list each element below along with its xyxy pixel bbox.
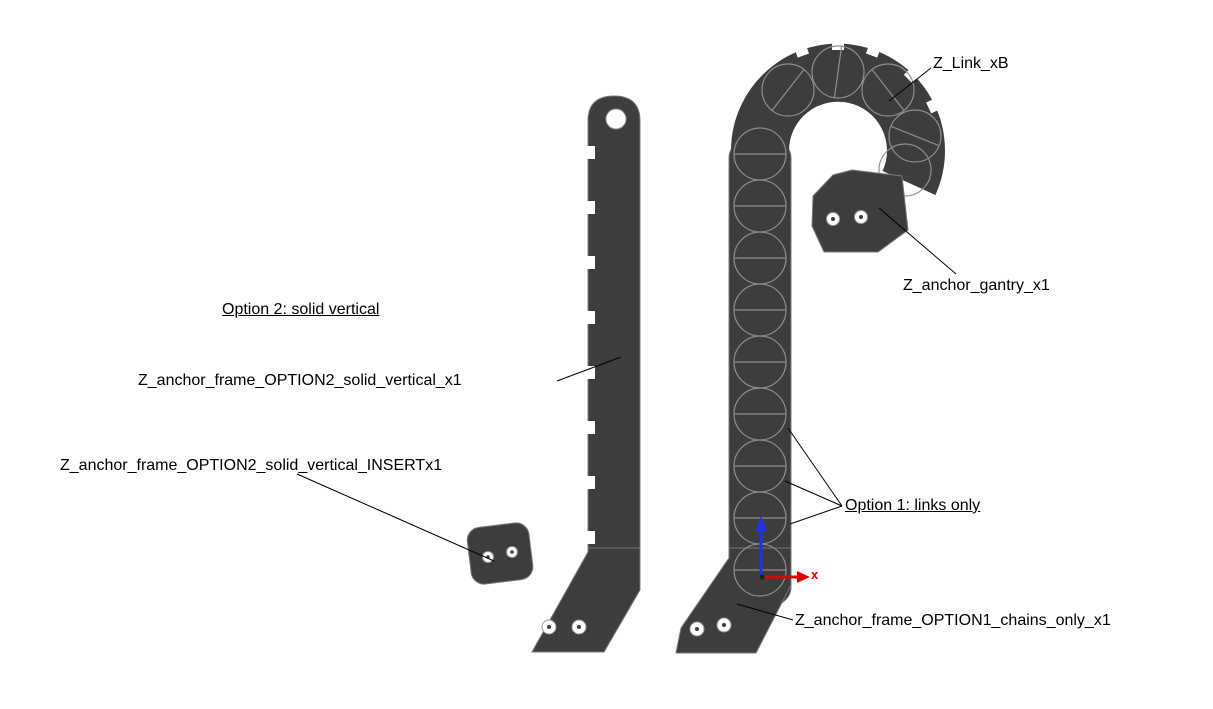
insert-body bbox=[466, 522, 534, 585]
origin-dot bbox=[759, 574, 765, 580]
leader-lines bbox=[296, 67, 957, 621]
axis-triad bbox=[755, 516, 810, 583]
chain-hook-screws bbox=[761, 45, 942, 197]
solid-bar-top-hole bbox=[605, 108, 627, 130]
hole-center-dot bbox=[510, 550, 514, 554]
axis-z-arrow bbox=[755, 516, 767, 575]
solid-bar-body bbox=[587, 95, 641, 566]
solid-bar-notches bbox=[584, 146, 595, 544]
leader-gantry bbox=[878, 207, 957, 275]
leader-frame-option2 bbox=[556, 356, 622, 382]
label-z-anchor-gantry: Z_anchor_gantry_x1 bbox=[903, 277, 1050, 294]
leader-option1-c bbox=[789, 505, 843, 525]
chain-link-screws bbox=[733, 127, 787, 597]
part-frame-option2-solid-vertical bbox=[531, 95, 641, 653]
part-anchor-gantry bbox=[811, 169, 909, 253]
label-frame-option2: Z_anchor_frame_OPTION2_solid_vertical_x1 bbox=[138, 372, 462, 389]
chain-hook-notches bbox=[792, 36, 944, 114]
part-frame-option2-insert bbox=[466, 522, 534, 585]
label-z-link: Z_Link_xB bbox=[933, 55, 1009, 72]
hole-center-dot bbox=[577, 625, 581, 629]
hole-center-dot bbox=[859, 215, 863, 219]
leader-insert bbox=[296, 473, 495, 562]
hole-center-dot bbox=[695, 627, 699, 631]
leader-z-link bbox=[888, 67, 932, 102]
hole-center-dot bbox=[831, 217, 835, 221]
hole-center-dot bbox=[547, 625, 551, 629]
leader-frame-option1 bbox=[736, 603, 794, 621]
chain-hook bbox=[731, 43, 945, 195]
label-option1-heading: Option 1: links only bbox=[845, 497, 981, 514]
leader-option1-a bbox=[787, 427, 843, 507]
leader-option1-b bbox=[784, 480, 843, 507]
hole-center-dot bbox=[722, 623, 726, 627]
axis-x-label: x bbox=[811, 567, 819, 582]
label-frame-option2-insert: Z_anchor_frame_OPTION2_solid_vertical_IN… bbox=[60, 457, 443, 474]
axis-x-arrow bbox=[765, 571, 810, 583]
chain-foot bbox=[675, 547, 792, 654]
label-option2-heading: Option 2: solid vertical bbox=[222, 301, 380, 318]
label-frame-option1: Z_anchor_frame_OPTION1_chains_only_x1 bbox=[795, 612, 1111, 629]
part-chain-links bbox=[675, 36, 945, 654]
solid-bar-foot bbox=[531, 547, 641, 653]
